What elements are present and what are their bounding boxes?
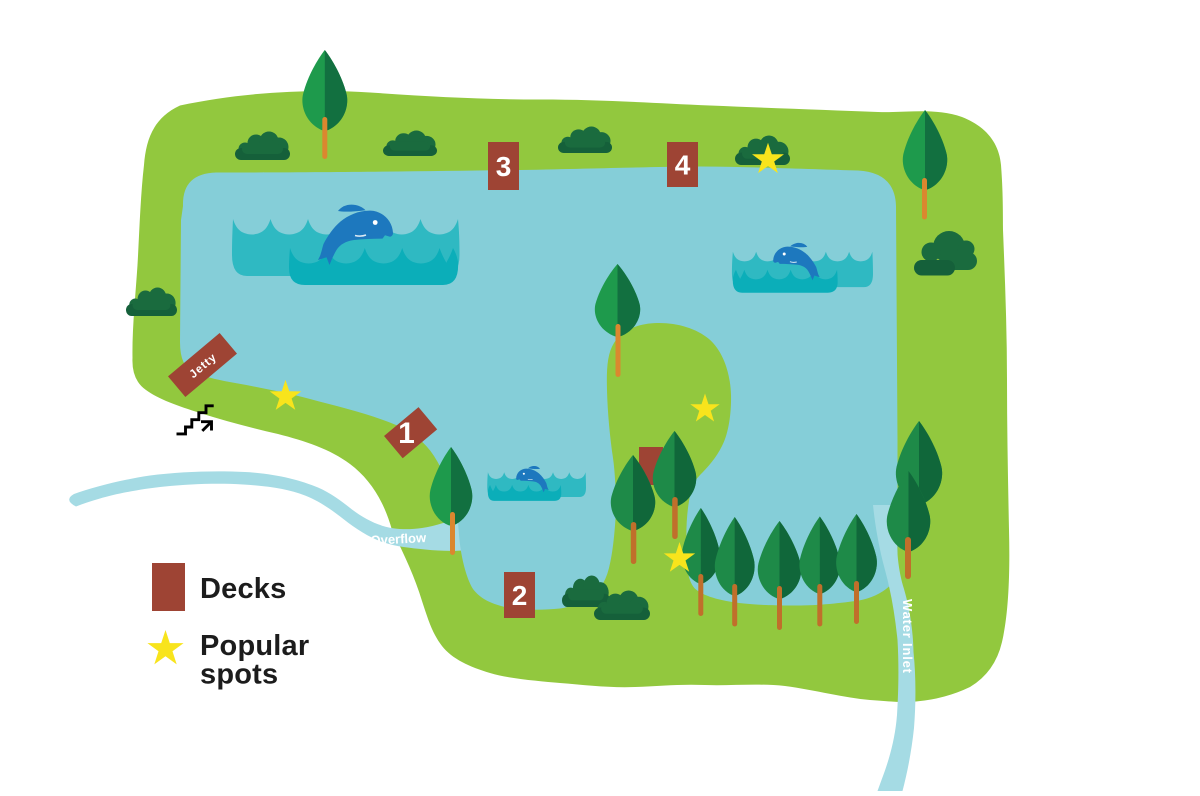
svg-text:2: 2 — [512, 580, 528, 611]
svg-text:3: 3 — [496, 151, 512, 182]
svg-text:Popular: Popular — [200, 630, 309, 662]
svg-text:Water Inlet: Water Inlet — [900, 599, 915, 674]
svg-text:4: 4 — [675, 150, 691, 181]
svg-text:Overflow: Overflow — [370, 530, 427, 548]
svg-text:Decks: Decks — [200, 573, 286, 605]
svg-text:spots: spots — [200, 659, 278, 691]
svg-text:1: 1 — [398, 417, 415, 450]
